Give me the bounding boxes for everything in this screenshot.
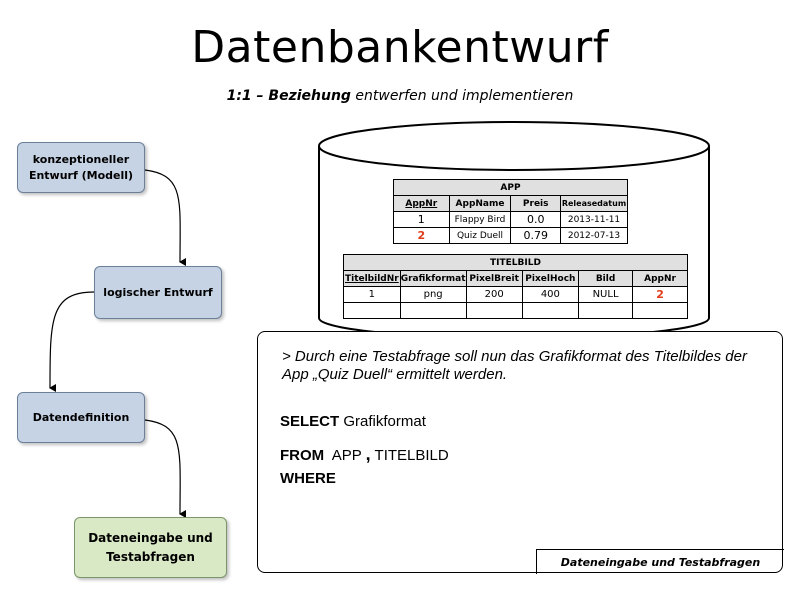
titelbild-col-pixelbreit: PixelBreit	[465, 270, 523, 287]
table-row: 2 Quiz Duell 0.79 2012-07-13	[393, 227, 628, 244]
flow-step-logical: logischer Entwurf	[94, 266, 222, 319]
table-cell	[577, 302, 634, 319]
sql-where-keyword: WHERE	[280, 470, 336, 487]
table-cell	[521, 302, 580, 319]
table-row	[343, 302, 688, 319]
table-cell	[399, 302, 467, 319]
sql-select-line: SELECT Grafikformat	[280, 413, 426, 430]
app-col-preis: Preis	[510, 195, 561, 212]
sql-from-keyword: FROM	[280, 447, 325, 464]
table-row: 1 Flappy Bird 0.0 2013-11-11	[393, 211, 628, 228]
sql-where-line: WHERE	[280, 470, 336, 487]
flow-arrows	[49, 169, 187, 519]
table-cell: 200	[465, 286, 523, 303]
table-cell: png	[399, 286, 467, 303]
subtitle-bold: 1:1 – Beziehung	[226, 88, 351, 104]
table-cell: Flappy Bird	[448, 211, 512, 228]
app-col-appname: AppName	[448, 195, 512, 212]
query-panel: > Durch eine Testabfrage soll nun das Gr…	[257, 331, 784, 574]
table-cell	[343, 302, 401, 319]
page-title: Datenbankentwurf	[191, 22, 609, 73]
table-cell: 1	[343, 286, 401, 303]
table-cell	[465, 302, 523, 319]
flow-step-definition: Datendefinition	[17, 392, 145, 443]
app-table-caption: APP	[393, 179, 628, 196]
table-cell: 1	[393, 211, 450, 228]
flow-step-conceptual: konzeptioneller Entwurf (Modell)	[17, 142, 145, 193]
sql-from-line: FROM APP , TITELBILD	[280, 444, 449, 465]
sql-from-comma: ,	[365, 444, 371, 464]
titelbild-table-caption: TITELBILD	[343, 254, 688, 271]
sql-from-titelbild: TITELBILD	[374, 447, 449, 464]
page-subtitle: 1:1 – Beziehung entwerfen und implementi…	[0, 88, 800, 104]
app-col-appnr: AppNr	[393, 195, 450, 212]
sql-from-app: APP	[331, 447, 362, 464]
flow-step-input-tests-label: Dateneingabe und Testabfragen	[88, 530, 213, 564]
table-cell: 0.79	[510, 227, 561, 244]
sql-select-value: Grafikformat	[343, 413, 426, 430]
table-cell: 400	[521, 286, 580, 303]
table-cell	[632, 302, 688, 319]
flow-step-definition-label: Datendefinition	[32, 410, 130, 424]
table-cell: NULL	[577, 286, 634, 303]
titelbild-col-grafikformat: Grafikformat	[399, 270, 467, 287]
table-cell: 2	[393, 227, 450, 244]
titelbild-col-bild: Bild	[577, 270, 634, 287]
subtitle-rest: entwerfen und implementieren	[350, 88, 574, 104]
titelbild-col-titelbildnr: TitelbildNr	[343, 270, 401, 287]
flow-step-logical-label: logischer Entwurf	[103, 285, 213, 299]
titelbild-col-appnr: AppNr	[632, 270, 688, 287]
flow-step-conceptual-label: konzeptioneller Entwurf (Modell)	[28, 152, 134, 182]
table-cell: 2	[632, 286, 688, 303]
footer-label: Dateneingabe und Testabfragen	[536, 549, 784, 574]
table-cell: 2013-11-11	[560, 211, 628, 228]
titelbild-col-pixelhoch: PixelHoch	[521, 270, 580, 287]
titelbild-table: TITELBILD TitelbildNr Grafikformat Pixel…	[343, 254, 688, 319]
table-cell: 2012-07-13	[560, 227, 628, 244]
sql-select-keyword: SELECT	[280, 413, 340, 430]
table-row: 1 png 200 400 NULL 2	[343, 286, 688, 303]
flow-step-input-tests: Dateneingabe und Testabfragen	[74, 517, 227, 578]
app-table: APP AppNr AppName Preis Releasedatum 1 F…	[393, 179, 628, 244]
table-cell: Quiz Duell	[448, 227, 512, 244]
query-task-text: > Durch eine Testabfrage soll nun das Gr…	[282, 348, 747, 383]
app-col-releasedatum: Releasedatum	[560, 195, 628, 212]
table-cell: 0.0	[510, 211, 561, 228]
